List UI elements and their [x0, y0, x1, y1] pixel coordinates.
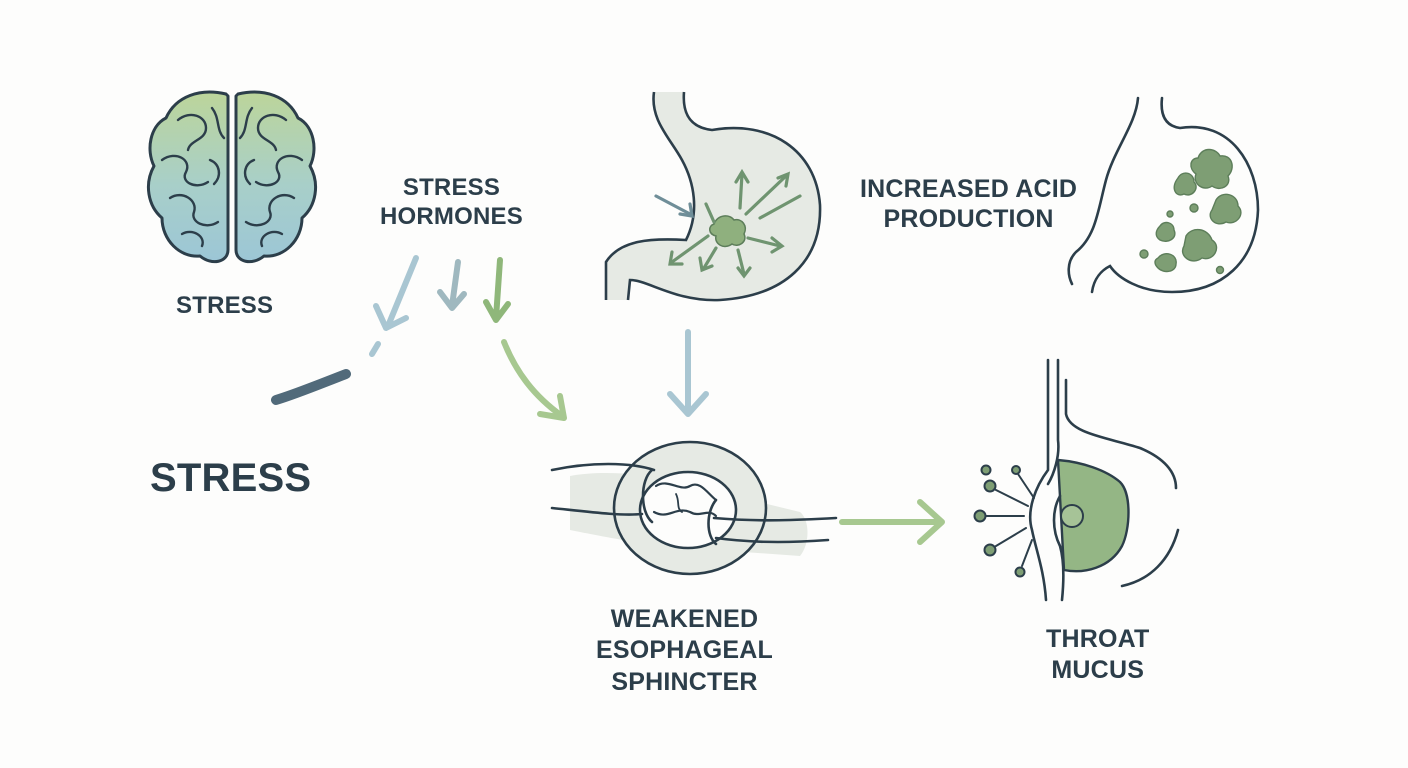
label-line: MUCUS [1051, 656, 1145, 685]
acid-stomach-icon [1067, 96, 1260, 294]
brain-icon [146, 90, 318, 264]
sphincter-label: WEAKENED ESOPHAGEAL SPHINCTER [596, 604, 773, 698]
sphincter-icon [550, 440, 838, 576]
label-line: STRESS [402, 174, 501, 201]
label-line: THROAT [1046, 625, 1150, 653]
label-line: HORMONES [380, 202, 523, 230]
arrow-icon [385, 255, 419, 329]
label-line: ESOPHAGEAL [596, 636, 774, 665]
arrow-icon [493, 257, 503, 321]
label-line: WEAKENED [610, 605, 759, 633]
arrow-icon [667, 329, 709, 417]
arrow-icon [373, 303, 409, 331]
increased-acid-label: INCREASED ACID PRODUCTION [860, 174, 1077, 234]
arrow-icon [449, 259, 461, 309]
stress-label: STRESS [176, 292, 274, 319]
label-line: INCREASED ACID [860, 175, 1078, 203]
throat-icon [973, 358, 1180, 602]
throat-mucus-label: THROAT MUCUS [1046, 624, 1150, 687]
label-line: PRODUCTION [883, 205, 1054, 233]
arrow-icon [501, 339, 565, 419]
arrow-icon [483, 299, 511, 323]
arrow-icon [437, 289, 467, 311]
label-line: SPHINCTER [611, 667, 758, 696]
arrow-icon [537, 393, 567, 421]
stress-hormones-label: STRESS HORMONES [380, 174, 523, 232]
hormone-arrows [271, 255, 567, 421]
arrow-icon [839, 499, 945, 545]
stomach-icon [604, 91, 822, 302]
stress-heading: STRESS [150, 456, 312, 500]
